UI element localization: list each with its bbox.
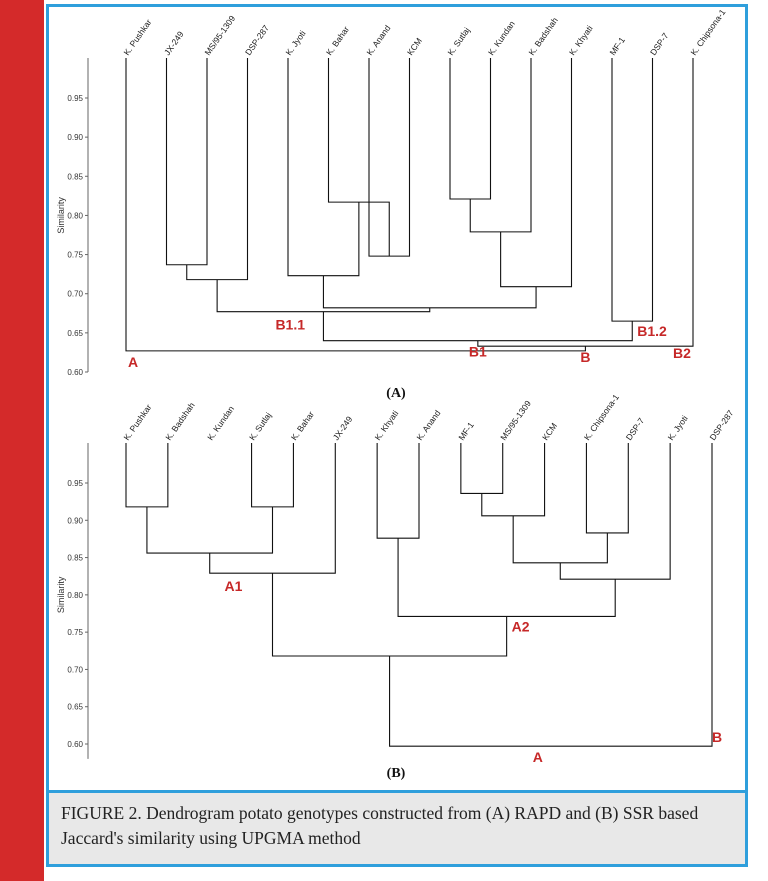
dendrogram-branch (559, 443, 671, 580)
leaf-label: K. Badshah (526, 15, 560, 57)
dendrogram-figure: 0.600.650.700.750.800.850.900.95Similari… (56, 7, 736, 781)
y-tick-label: 0.95 (67, 94, 83, 103)
y-tick-label: 0.95 (67, 479, 83, 488)
dendrogram-branch (251, 443, 294, 508)
dendrogram-branch (512, 515, 608, 564)
dendrogram-branch (477, 58, 694, 347)
dendrogram-branch (125, 58, 586, 352)
leaf-label: K. Khyati (373, 408, 401, 442)
dendrogram-panel-a: 0.60 0.65 0.70 0.75 0.80 0.85 0.90 0.95Similari… (56, 7, 728, 377)
y-axis-title: Similarity (56, 197, 66, 234)
dendrogram-branch (322, 275, 537, 309)
dendrogram-branch (397, 538, 616, 618)
dendrogram-branch (125, 443, 169, 508)
panel-b-title: (B) (387, 766, 406, 781)
y-tick-label: 0.75 (67, 628, 83, 637)
leaf-label: K. Pushkar (121, 17, 153, 57)
cluster-label: B1 (469, 344, 487, 360)
cluster-label: A1 (225, 578, 243, 594)
leaf-label: K. Chipsona-1 (688, 7, 727, 57)
dendrogram-branch (376, 443, 420, 539)
y-tick-label: 0.80 (67, 211, 83, 220)
dendrogram-branch (449, 58, 492, 200)
leaf-label: K. Badshah (163, 400, 197, 442)
leaf-label: DSP-7 (648, 31, 671, 57)
cluster-label: A (533, 749, 543, 765)
leaf-label: KCM (405, 36, 424, 57)
figure-frame (46, 4, 748, 867)
y-tick-label: 0.60 (67, 368, 83, 377)
leaf-label: MS/95-1309 (498, 398, 533, 442)
cluster-label: A2 (512, 618, 530, 634)
leaf-label: K. Kundan (205, 404, 236, 442)
leaf-label: KCM (540, 421, 559, 442)
leaf-label: JX-249 (162, 29, 186, 57)
y-tick-label: 0.85 (67, 554, 83, 563)
leaf-label: K. Sutlaj (445, 25, 471, 57)
y-tick-label: 0.90 (67, 133, 83, 142)
dendrogram-branch (500, 58, 573, 288)
dendrogram-branch (209, 443, 336, 574)
y-axis-title: Similarity (56, 576, 66, 613)
leaf-label: K. Jyoti (666, 413, 690, 442)
dendrogram-branch (322, 311, 633, 342)
leaf-label: DSP-7 (624, 416, 647, 442)
y-tick-label: 0.65 (67, 329, 83, 338)
y-tick-label: 0.75 (67, 251, 83, 260)
dendrogram-panel-b: 0.60 0.65 0.70 0.75 0.80 0.85 0.90 0.95Similari… (56, 392, 736, 765)
leaf-label: DSP-287 (243, 23, 271, 57)
cluster-label: B2 (673, 345, 691, 361)
leaf-label: DSP-287 (707, 408, 735, 442)
figure-caption: FIGURE 2. Dendrogram potato genotypes co… (49, 790, 745, 864)
cluster-label: A (128, 354, 138, 370)
dendrogram-branch (165, 58, 208, 266)
y-tick-label: 0.70 (67, 665, 83, 674)
y-tick-label: 0.90 (67, 516, 83, 525)
leaf-label: K. Bahar (289, 409, 316, 442)
leaf-label: K. Bahar (324, 24, 351, 57)
dendrogram-branch (287, 58, 360, 277)
leaf-label: K. Kundan (486, 19, 517, 57)
dendrogram-branch (611, 58, 654, 322)
dendrogram-branch (389, 443, 713, 747)
y-tick-label: 0.60 (67, 740, 83, 749)
cluster-label: B (580, 349, 590, 365)
y-tick-label: 0.70 (67, 290, 83, 299)
leaf-label: K. Jyoti (283, 28, 307, 57)
panel-a-title: (A) (386, 386, 406, 401)
leaf-label: K. Khyati (567, 23, 595, 57)
leaf-label: MS/95-1309 (202, 13, 237, 57)
leaf-label: K. Sutlaj (247, 410, 273, 442)
dendrogram-branch (146, 506, 274, 554)
side-accent-bar (0, 0, 44, 881)
dendrogram-branch (460, 443, 504, 494)
y-tick-label: 0.65 (67, 703, 83, 712)
y-tick-label: 0.85 (67, 172, 83, 181)
cluster-label: B1.2 (637, 323, 667, 339)
leaf-label: JX-249 (331, 414, 355, 442)
dendrogram-branch (186, 58, 249, 281)
leaf-label: MF-1 (607, 35, 627, 57)
dendrogram-branch (469, 58, 532, 233)
leaf-label: MF-1 (456, 420, 476, 442)
y-tick-label: 0.80 (67, 591, 83, 600)
leaf-label: K. Anand (364, 23, 392, 57)
dendrogram-branch (585, 443, 629, 534)
dendrogram-branch (481, 443, 546, 517)
cluster-label: B (712, 729, 722, 745)
dendrogram-branch (271, 573, 508, 657)
leaf-label: K. Pushkar (121, 402, 153, 442)
cluster-label: B1.1 (275, 317, 305, 333)
caption-text: FIGURE 2. Dendrogram potato genotypes co… (61, 803, 699, 848)
leaf-label: K. Anand (414, 408, 442, 442)
leaf-label: K. Chipsona-1 (582, 392, 621, 442)
